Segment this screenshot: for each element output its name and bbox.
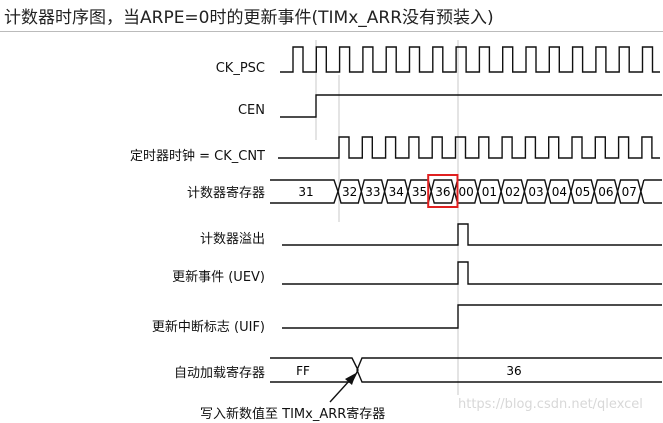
counter-value: 03	[528, 185, 543, 199]
title-divider	[0, 31, 663, 32]
uev-waveform	[282, 261, 662, 285]
annotation-text: 写入新数值至 TIMx_ARR寄存器	[200, 407, 386, 422]
label-ck-cnt: 定时器时钟 = CK_CNT	[129, 149, 265, 164]
counter-value: 35	[412, 185, 427, 199]
ck-psc-waveform	[280, 46, 660, 73]
counter-value: 33	[365, 185, 380, 199]
label-ck-psc: CK_PSC	[215, 61, 265, 76]
highlight-box	[427, 174, 459, 208]
uif-waveform	[282, 304, 662, 329]
label-arr: 自动加载寄存器	[173, 366, 265, 381]
label-counter: 计数器寄存器	[186, 186, 265, 201]
counter-value: 01	[482, 185, 497, 199]
counter-value: 36	[435, 185, 450, 199]
label-overflow: 计数器溢出	[199, 232, 265, 247]
counter-value: 07	[622, 185, 637, 199]
cen-waveform	[280, 94, 662, 118]
watermark: https://blog.csdn.net/qlexcel	[458, 397, 643, 412]
ck-cnt-waveform	[278, 136, 660, 159]
arr-cell-old	[270, 357, 359, 383]
counter-value: 02	[505, 185, 520, 199]
label-cen: CEN	[237, 103, 265, 118]
arrow-head-icon	[345, 373, 356, 385]
counter-value: 06	[598, 185, 613, 199]
counter-value: 00	[459, 185, 474, 199]
arr-value-new: 36	[506, 364, 521, 378]
arr-value-old: FF	[296, 364, 310, 378]
annotation-arrow	[329, 379, 351, 403]
counter-value: 32	[342, 185, 357, 199]
label-uif: 更新中断标志 (UIF)	[151, 320, 265, 335]
arr-cell-new	[356, 357, 662, 383]
counter-value: 31	[298, 185, 313, 199]
counter-cell-next	[640, 179, 662, 204]
label-uev: 更新事件 (UEV)	[172, 270, 265, 285]
counter-value: 04	[552, 185, 567, 199]
diagram-title: 计数器时序图，当ARPE=0时的更新事件(TIMx_ARR没有预装入)	[4, 8, 494, 28]
counter-value: 05	[575, 185, 590, 199]
counter-value: 34	[389, 185, 404, 199]
overflow-waveform	[282, 223, 662, 246]
